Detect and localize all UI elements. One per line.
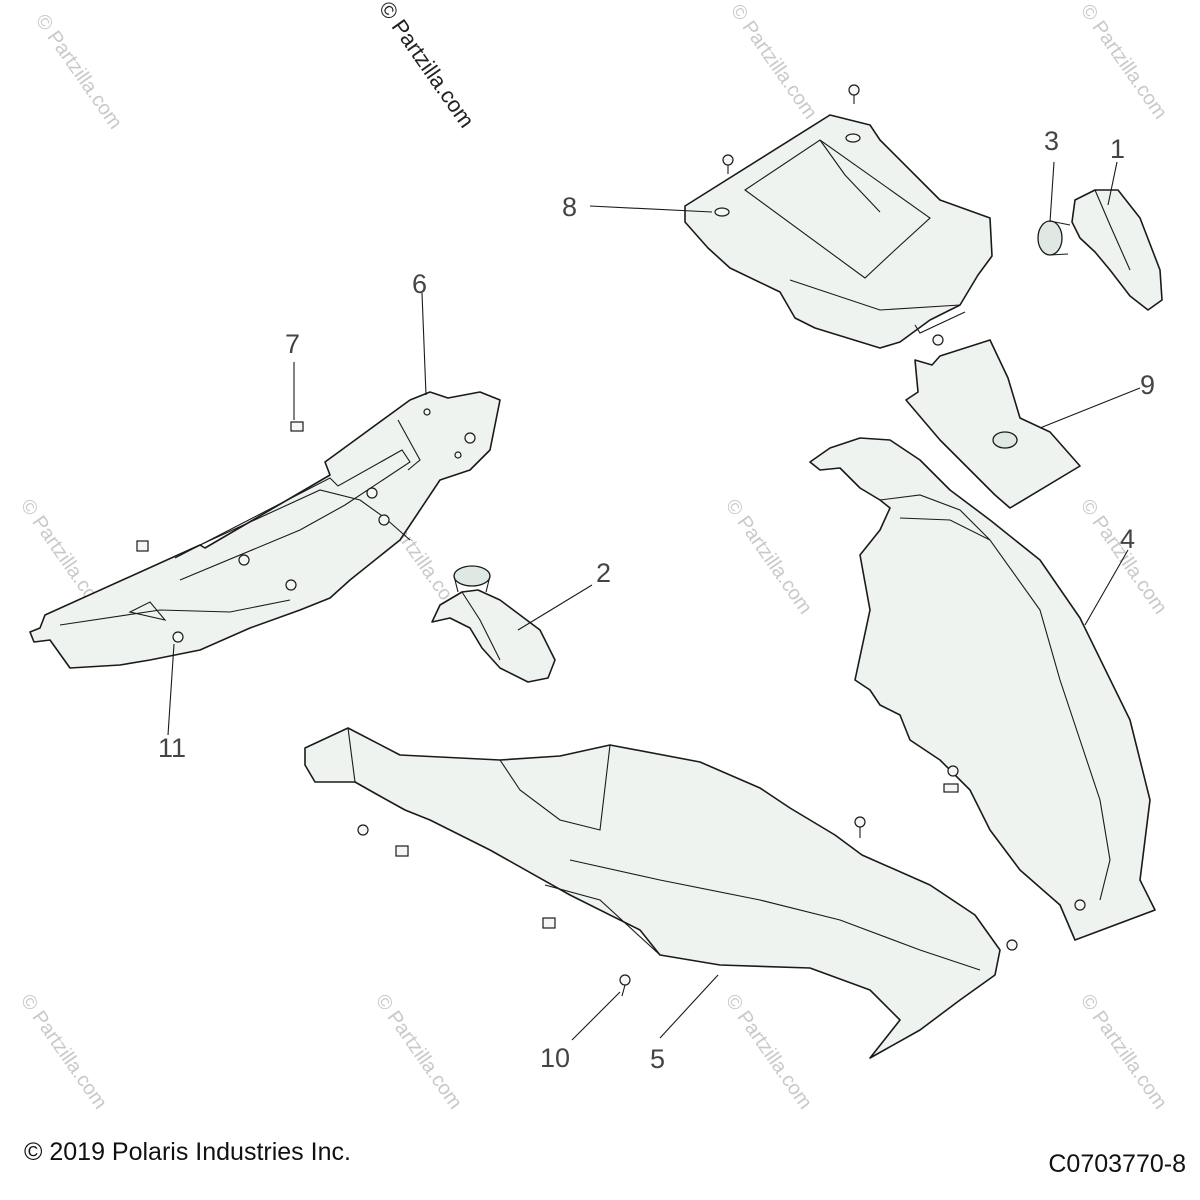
fastener: [238, 554, 250, 566]
callout-11: 11: [158, 733, 186, 763]
watermark-tile: © Partzilla.com: [16, 990, 111, 1113]
fastener-11: [172, 631, 184, 643]
part-6-front-panel: [29, 391, 501, 669]
part-5-lower-side-panel: [304, 727, 1018, 1059]
fastener: [366, 487, 378, 499]
hole: [423, 408, 431, 416]
screw: [947, 765, 959, 777]
fastener: [464, 432, 476, 444]
copyright-notice: © 2019 Polaris Industries Inc.: [24, 1138, 351, 1166]
leader-lines: [167, 161, 1141, 1041]
screw: [854, 816, 866, 828]
screw: [1074, 899, 1086, 911]
clip: [943, 783, 959, 793]
part-8-hood-cover: [684, 84, 993, 349]
part-1-right-duct: [1071, 189, 1163, 311]
callout-1: 1: [1110, 134, 1125, 164]
callout-10: 10: [540, 1043, 570, 1073]
hole: [454, 451, 462, 459]
callout-2: 2: [596, 558, 611, 588]
watermark-tile: © Partzilla.com: [726, 0, 821, 123]
clip: [395, 845, 409, 857]
callout-9: 9: [1140, 370, 1155, 400]
part-9-panel: [905, 339, 1081, 509]
watermark-tile: © Partzilla.com: [721, 495, 816, 618]
watermark-main: © Partzilla.com: [374, 0, 480, 132]
callout-labels: 1 3 2 4 5 6 7 8 9 10 11: [158, 126, 1155, 1074]
screw: [357, 824, 369, 836]
part-4-right-side-panel: [809, 437, 1156, 941]
callout-3: 3: [1044, 126, 1059, 156]
screw: [1006, 939, 1018, 951]
clip: [136, 540, 149, 552]
callout-5: 5: [650, 1044, 665, 1074]
watermark-tile: © Partzilla.com: [721, 990, 816, 1113]
watermark-tile: © Partzilla.com: [371, 990, 466, 1113]
callout-6: 6: [412, 269, 427, 299]
screw-10: [619, 974, 631, 986]
screw: [848, 84, 860, 96]
fastener: [285, 579, 297, 591]
fastener: [378, 514, 390, 526]
watermark-tile: © Partzilla.com: [1076, 990, 1171, 1113]
screw: [722, 154, 734, 166]
drawing-number: C0703770-8: [1048, 1150, 1186, 1178]
callout-4: 4: [1120, 524, 1135, 554]
part-3-seal: [1037, 220, 1071, 256]
callout-7: 7: [285, 329, 300, 359]
watermark-tile: © Partzilla.com: [31, 10, 126, 133]
watermark-tile: © Partzilla.com: [1076, 0, 1171, 123]
clip: [542, 917, 556, 929]
part-2-air-duct: [431, 565, 556, 683]
callout-8: 8: [562, 192, 577, 222]
clip-7: [290, 421, 304, 432]
screw: [932, 334, 944, 346]
